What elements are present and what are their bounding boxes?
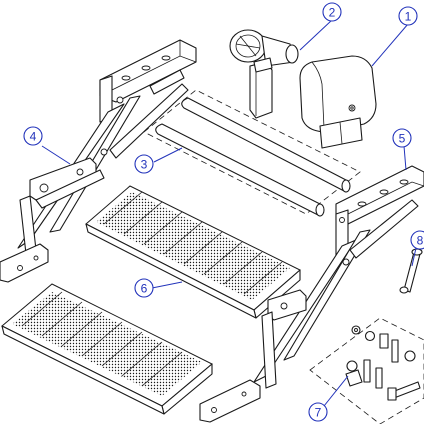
callout-circle [410,230,424,250]
callout-number: 2 [329,6,336,20]
connecting-tubes [143,89,361,217]
callout-number: 8 [417,234,424,248]
lower-tread [1,283,213,415]
pivot-pin [399,248,423,294]
callout-number: 1 [405,10,412,24]
callout-number: 3 [141,158,148,172]
callout-circle [23,126,43,146]
callout-number: 6 [141,282,148,296]
left-linkage-frame [0,39,197,283]
drive-motor [229,29,299,119]
callout-3: 3 [134,154,154,174]
callout-number: 5 [399,132,406,146]
callout-2: 2 [322,2,342,22]
callout-4: 4 [23,126,43,146]
callout-circle [392,128,412,148]
step-treads [1,185,301,415]
callout-circle [134,278,154,298]
callout-6: 6 [134,278,154,298]
callout-number: 4 [30,130,37,144]
callout-circle [308,402,328,422]
right-linkage-frame [199,165,424,423]
callout-circle [322,2,342,22]
callout-circle [398,6,418,26]
step-motor-cover [299,55,377,149]
callout-1: 1 [398,6,418,26]
callout-number: 7 [315,406,322,420]
upper-tread [85,185,301,319]
callout-layer: 1 2 3 4 5 6 7 8 [23,2,424,422]
callout-5: 5 [392,128,412,148]
callout-8: 8 [410,230,424,250]
callout-circle [134,154,154,174]
callout-7: 7 [308,402,328,422]
fastener-kit [309,317,424,424]
callouts [41,19,417,407]
